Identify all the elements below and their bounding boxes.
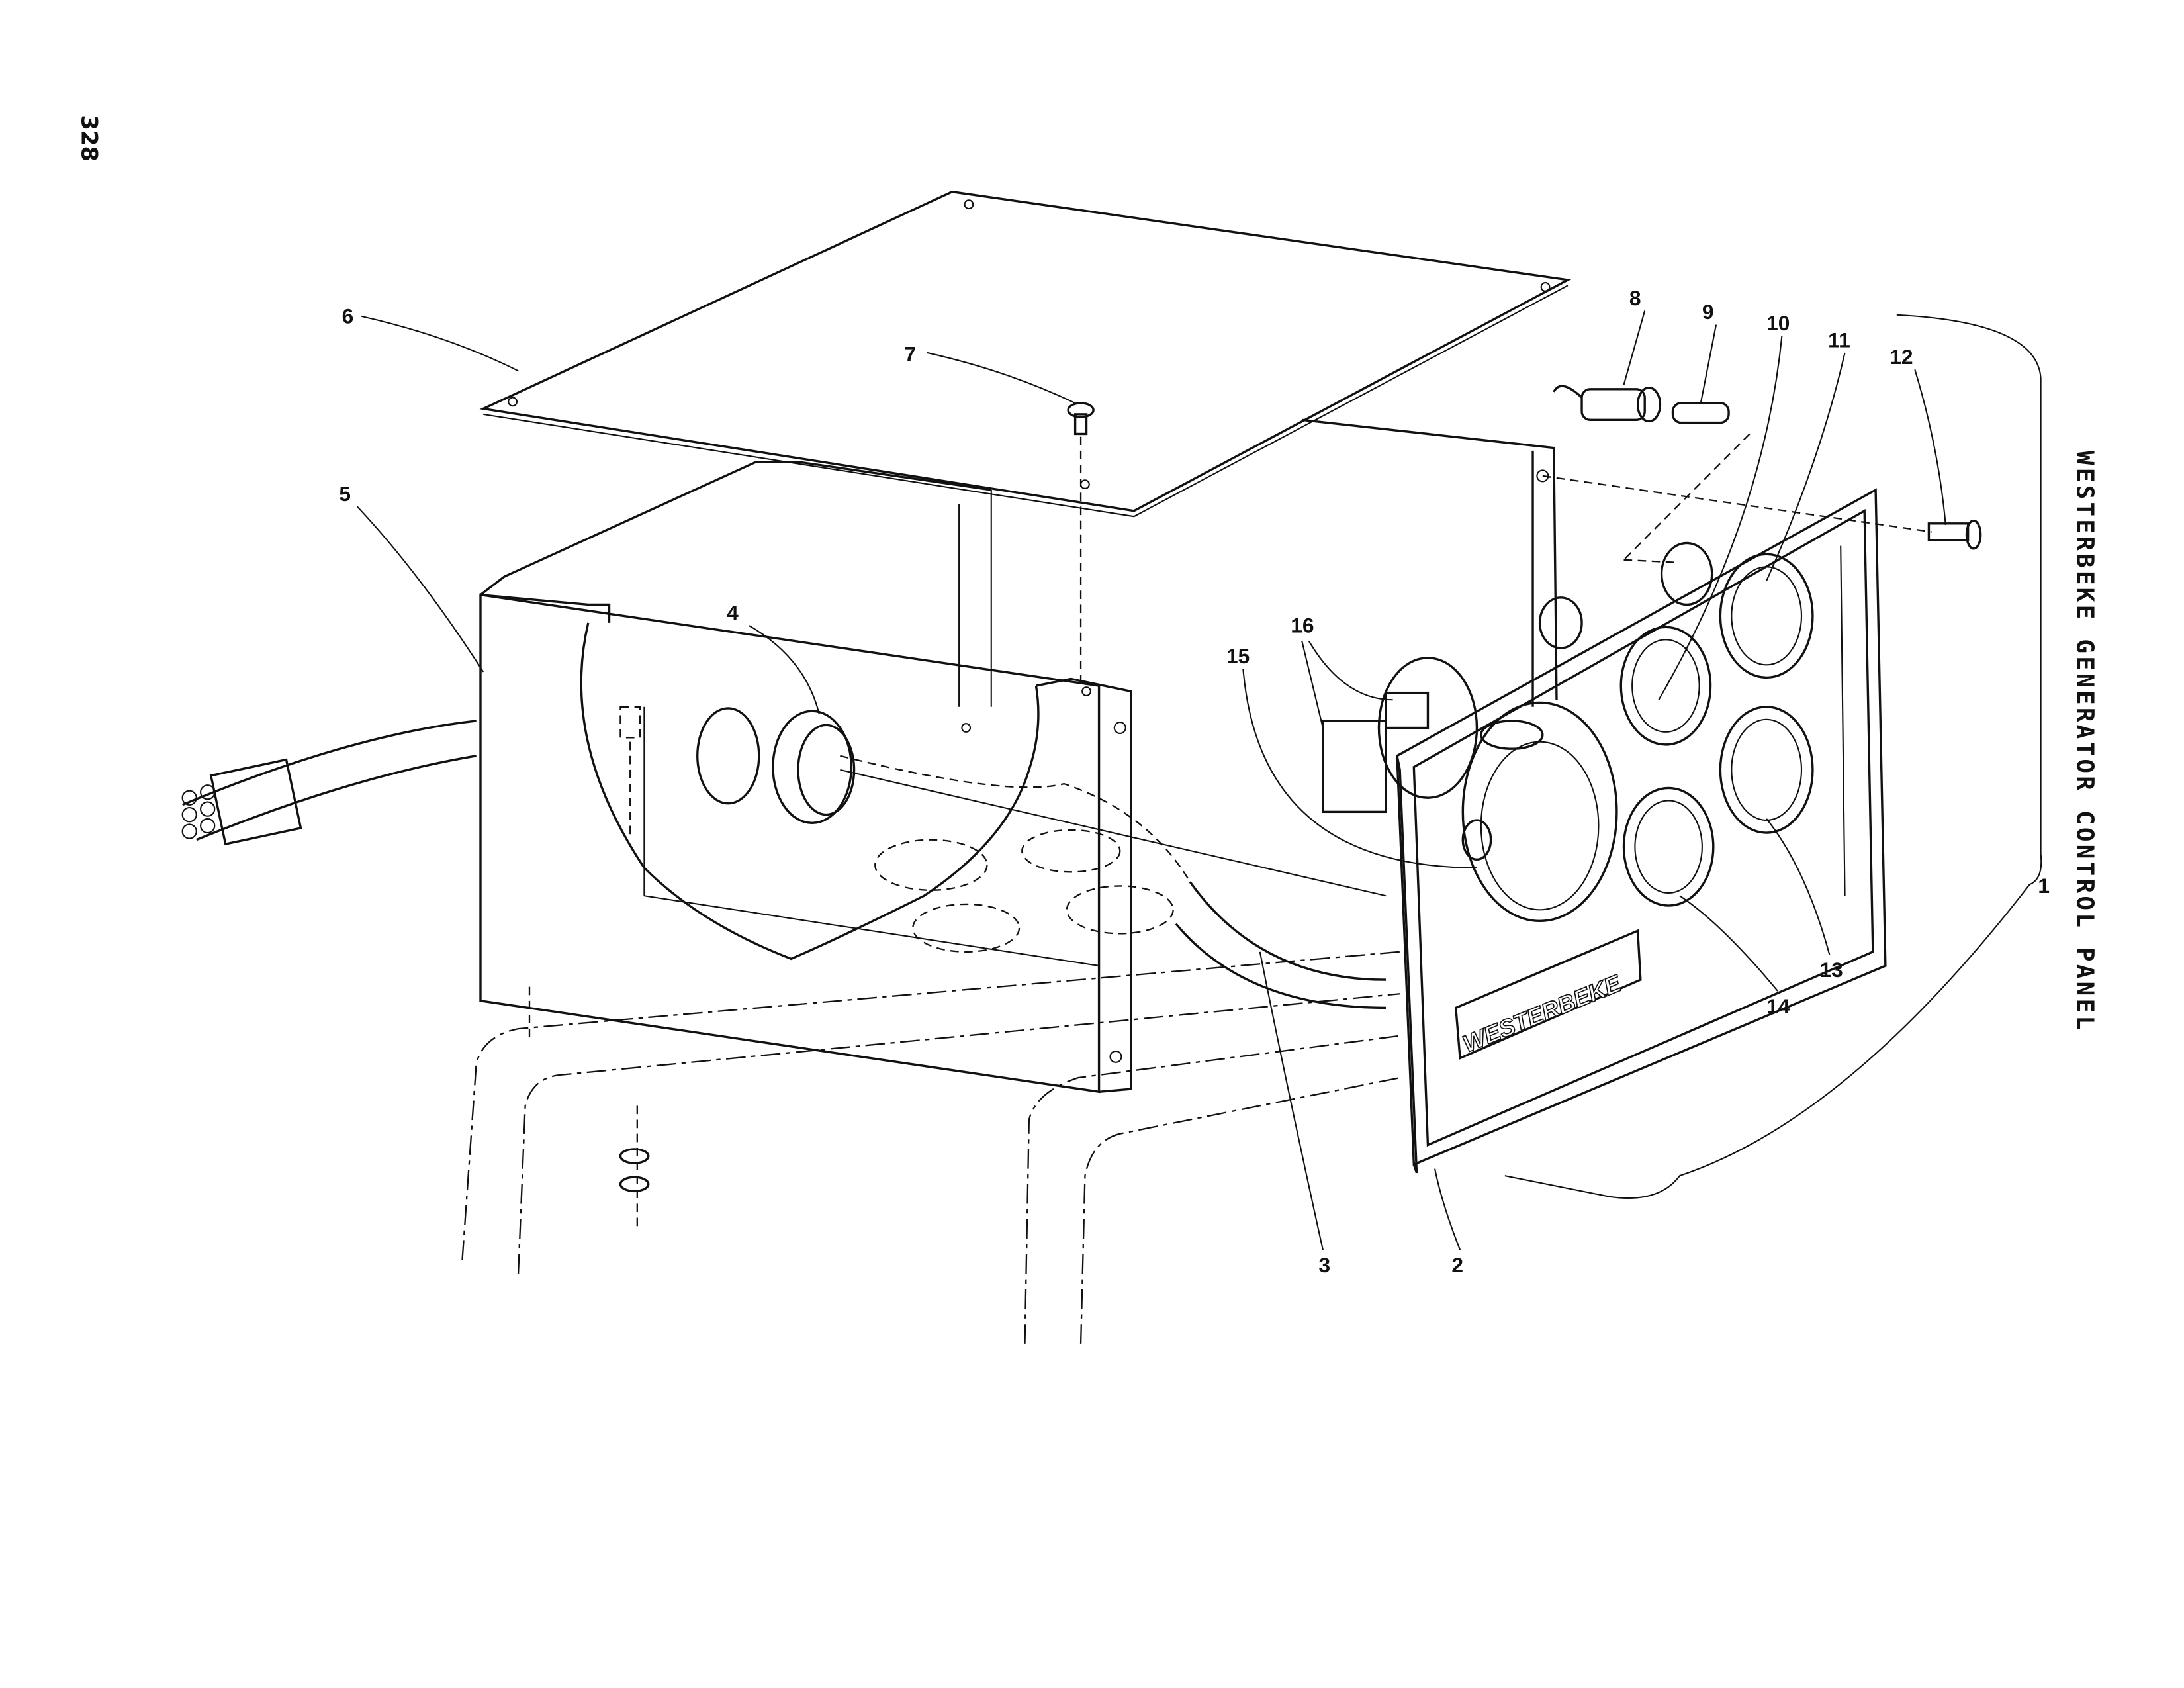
callout-10: 10	[1766, 311, 1790, 335]
callout-14: 14	[1766, 994, 1790, 1018]
grommet-4	[696, 707, 1387, 897]
callout-11: 11	[1828, 328, 1850, 352]
callout-9: 9	[1702, 300, 1714, 324]
callout-1: 1	[2038, 874, 2050, 898]
callout-4: 4	[727, 601, 739, 625]
assembly-bracket	[1504, 314, 2042, 1199]
generator-frame	[461, 706, 1400, 1344]
lamp-socket-and-bulb	[1542, 385, 1982, 564]
screw-7	[1067, 402, 1095, 686]
callout-7: 7	[905, 342, 917, 366]
callout-13: 13	[1820, 958, 1843, 982]
panel-brand-label: WESTERBEKE	[1459, 969, 1625, 1057]
enclosure-box	[479, 418, 1558, 1094]
callout-12: 12	[1889, 345, 1913, 369]
callout-3: 3	[1319, 1253, 1331, 1277]
callout-16: 16	[1291, 614, 1314, 637]
page-number: 328	[76, 115, 102, 162]
cover-lid	[479, 190, 1572, 518]
diagram-title: WESTERBEKE GENERATOR CONTROL PANEL	[2071, 451, 2099, 1033]
callout-6: 6	[342, 304, 354, 328]
control-panel: WESTERBEKE	[1322, 488, 1887, 1174]
leader-lines	[357, 310, 1946, 1250]
callout-15: 15	[1226, 644, 1250, 668]
callout-5: 5	[339, 482, 351, 506]
wire-harness	[181, 720, 1387, 1009]
callout-8: 8	[1629, 286, 1641, 310]
callout-2: 2	[1451, 1253, 1463, 1277]
